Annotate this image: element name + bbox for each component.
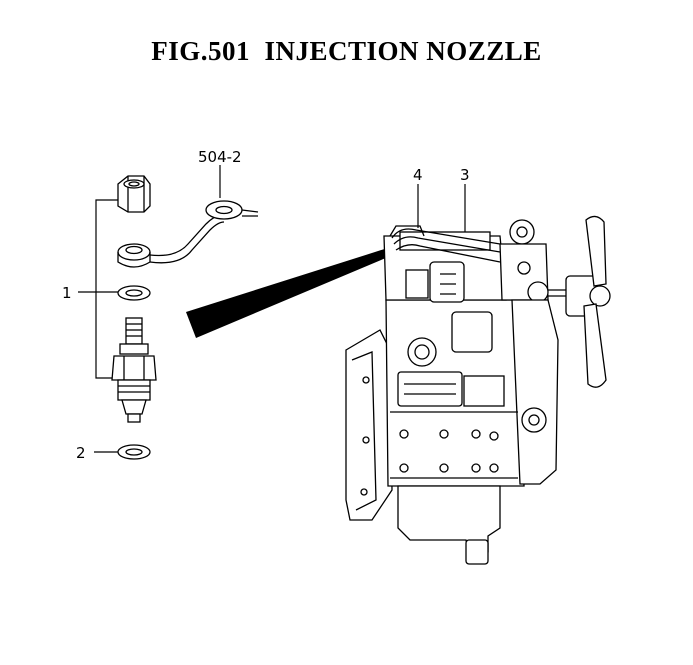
return-pipe bbox=[149, 200, 259, 264]
callout-bracket-1 bbox=[78, 199, 122, 379]
callout-label-1: 1 bbox=[62, 284, 72, 302]
rocker-cover bbox=[399, 231, 491, 251]
nozzle-exploded-view: 1 bbox=[62, 148, 259, 462]
front-cover bbox=[511, 299, 559, 485]
injector-cluster bbox=[429, 261, 465, 303]
eye-fitting bbox=[117, 243, 151, 268]
hex-nut bbox=[117, 175, 151, 213]
callout-label-3: 3 bbox=[460, 166, 470, 184]
callout-label-2: 2 bbox=[76, 444, 86, 462]
callout-label-4: 4 bbox=[413, 166, 423, 184]
page-title: FIG.501 INJECTION NOZZLE bbox=[151, 36, 542, 66]
water-pump bbox=[527, 281, 549, 303]
injection-pump bbox=[397, 371, 463, 407]
flywheel-housing bbox=[345, 329, 393, 521]
bottom-washer bbox=[117, 444, 151, 460]
location-pointer-wedge bbox=[186, 246, 400, 338]
engine-illustration: 4 3 bbox=[345, 166, 611, 565]
block-bolts bbox=[399, 429, 499, 473]
drain-plug bbox=[465, 539, 489, 565]
governor-cover bbox=[451, 311, 493, 353]
injection-nozzle-body bbox=[111, 317, 157, 423]
callout-label-504-2: 504-2 bbox=[198, 148, 242, 166]
cooling-fan bbox=[548, 215, 611, 388]
sealing-washer bbox=[117, 285, 151, 301]
fuel-filter bbox=[405, 269, 429, 299]
